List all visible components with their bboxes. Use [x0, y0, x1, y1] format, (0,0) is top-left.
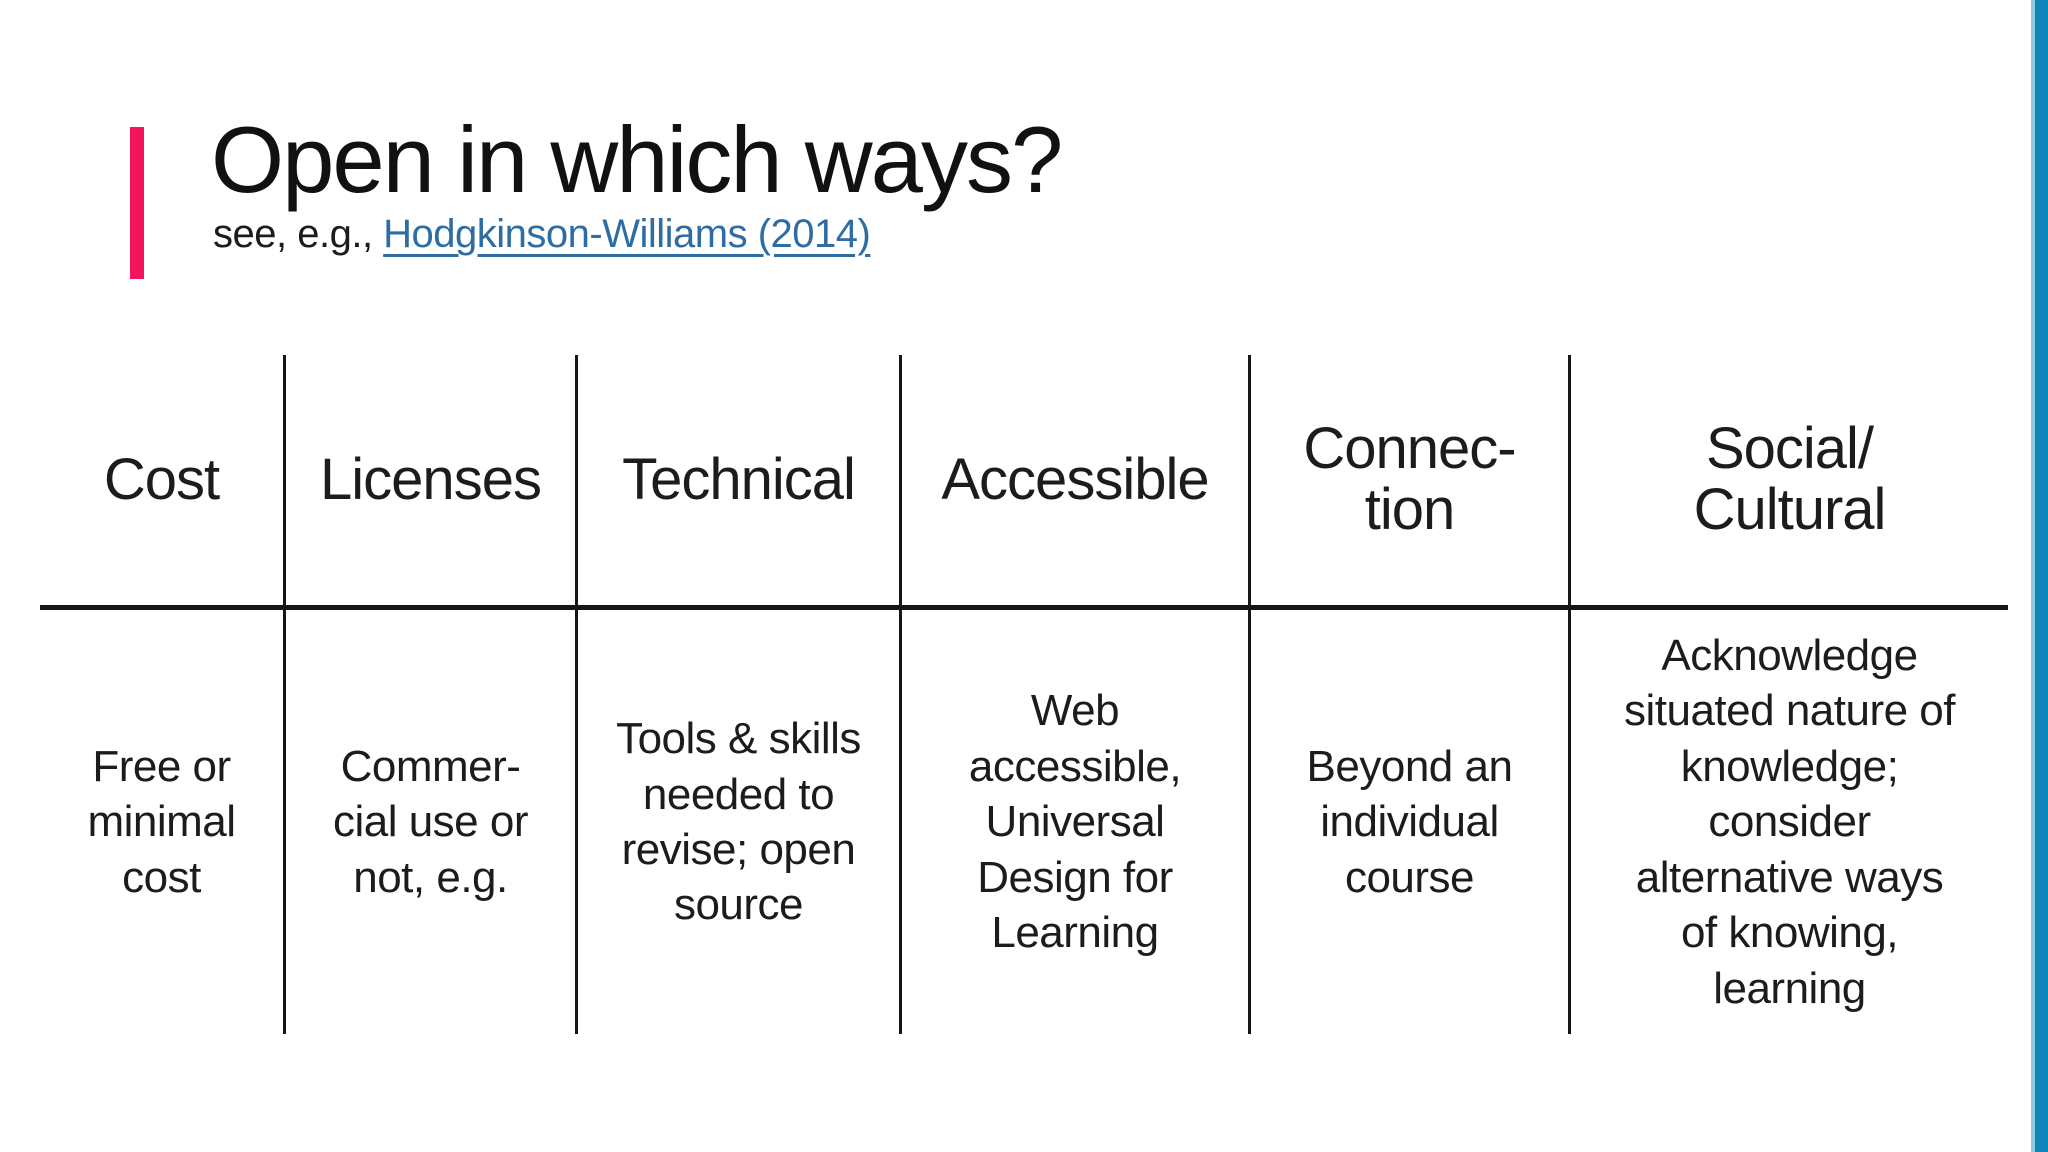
- table-cell-connection: Beyond an individual course: [1251, 610, 1571, 1034]
- table-cell-technical: Tools & skills needed to revise; open so…: [578, 610, 902, 1034]
- table-cell-accessible: Web accessible, Universal Design for Lea…: [902, 610, 1251, 1034]
- table-header-cost: Cost: [40, 355, 286, 610]
- table-cell-social-cultural: Acknowledge situated nature of knowledge…: [1623, 630, 1956, 1013]
- table-header-technical: Technical: [578, 355, 902, 610]
- right-edge-accent-bar: [2031, 0, 2048, 1152]
- subtitle-prefix: see, e.g.,: [213, 212, 384, 256]
- slide-subtitle: see, e.g., Hodgkinson-Williams (2014): [213, 212, 871, 257]
- reference-link[interactable]: Hodgkinson-Williams (2014): [383, 212, 871, 256]
- table-cell-licenses: Commer- cial use or not, e.g.: [286, 610, 578, 1034]
- table-header-connection: Connec- tion: [1251, 355, 1571, 610]
- openness-dimensions-table: Cost Licenses Technical Accessible Conne…: [40, 355, 2008, 1034]
- slide-title: Open in which ways?: [211, 107, 1063, 212]
- table-header-social-cultural: Social/ Cultural: [1571, 355, 2008, 610]
- table-header-accessible: Accessible: [902, 355, 1251, 610]
- title-accent-bar: [130, 127, 144, 279]
- table-header-licenses: Licenses: [286, 355, 578, 610]
- table-cell-cost: Free or minimal cost: [40, 610, 286, 1034]
